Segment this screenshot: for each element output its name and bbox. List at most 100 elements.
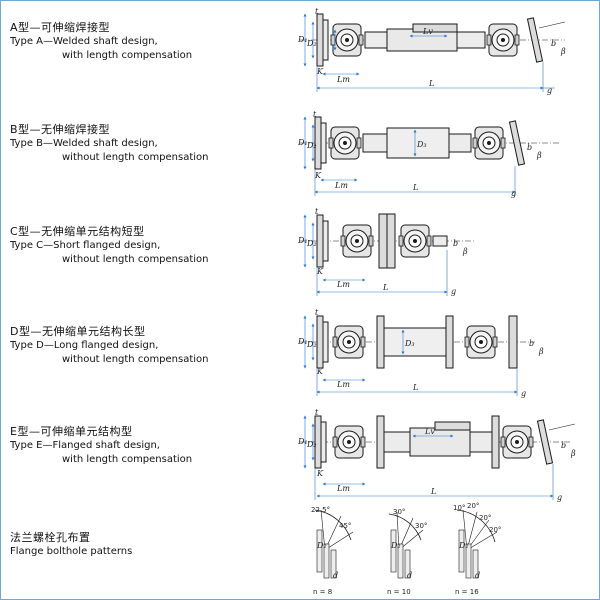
type-b-title-en: Type B—Welded shaft design,	[10, 138, 158, 149]
type-b-subtitle-en: without length compensation	[62, 152, 209, 163]
dim-b-d1: D₁	[297, 138, 308, 147]
type-e-drawing	[300, 415, 576, 469]
dim-d-b: b	[529, 339, 534, 348]
dim-b-k: K	[314, 171, 322, 180]
n16-count: n = 16	[455, 588, 479, 596]
type-b-label: B型—无伸缩焊接型 Type B—Welded shaft design, wi…	[10, 122, 290, 165]
n10-d2: D₂	[390, 541, 401, 550]
dim-b-l: L	[412, 183, 418, 192]
n10-angle-2: 30°	[415, 522, 427, 530]
bolthole-pattern-n16: 10° 20° 20° 20° D₂ d n = 16	[453, 502, 501, 596]
n16-angle-4: 20°	[489, 526, 501, 534]
n8-count: n = 8	[313, 588, 332, 596]
type-e-title-en: Type E—Flanged shaft design,	[10, 440, 160, 451]
dim-c-d2: D₂	[306, 239, 317, 248]
type-c-subtitle-en: without length compensation	[62, 254, 209, 265]
dim-d-d3: D₃	[404, 339, 415, 348]
type-a-label: A型—可伸缩焊接型 Type A—Welded shaft design, wi…	[10, 20, 290, 63]
n10-d: d	[407, 571, 412, 580]
type-d-label: D型—无伸缩单元结构长型 Type D—Long flanged design,…	[10, 324, 290, 367]
type-c-title-en: Type C—Short flanged design,	[10, 240, 161, 251]
flange-pattern-label: 法兰螺栓孔布置 Flange bolthole patterns	[10, 530, 290, 559]
dim-c-d1: D₁	[297, 236, 308, 245]
bolthole-pattern-n10: 30° 30° D₂ d n = 10	[387, 508, 427, 596]
n8-d: d	[333, 571, 338, 580]
n10-count: n = 10	[387, 588, 411, 596]
dim-a-t: t	[315, 7, 319, 16]
dim-c-lm: Lm	[336, 280, 350, 289]
dim-c-g: g	[451, 287, 456, 296]
dim-e-d1: D₁	[297, 437, 308, 446]
dim-e-l: L	[430, 487, 436, 496]
type-b-drawing	[300, 116, 560, 170]
n8-angle-2: 45°	[339, 522, 351, 530]
dim-a-b: b	[551, 39, 556, 48]
dim-e-lv: Lv	[424, 427, 435, 436]
dim-a-d2: D₂	[306, 39, 317, 48]
dim-e-beta: β	[570, 449, 576, 458]
n16-d2: D₂	[458, 541, 469, 550]
dim-e-b: b	[561, 441, 566, 450]
n8-d2: D₂	[316, 541, 327, 550]
type-c-drawing	[300, 213, 475, 269]
type-d-title-en: Type D—Long flanged design,	[10, 340, 159, 351]
flange-title-zh: 法兰螺栓孔布置	[10, 531, 91, 544]
dim-b-d2: D₂	[306, 141, 317, 150]
n16-angle-1: 10°	[453, 504, 465, 512]
type-e-subtitle-en: with length compensation	[62, 454, 193, 465]
dim-a-k: K	[316, 67, 324, 76]
dim-d-k: K	[316, 367, 324, 376]
type-c-label: C型—无伸缩单元结构短型 Type C—Short flanged design…	[10, 224, 290, 267]
type-a-subtitle-en: with length compensation	[62, 50, 193, 61]
dim-b-g: g	[511, 189, 516, 198]
type-c-title-zh: C型—无伸缩单元结构短型	[10, 225, 145, 238]
dim-d-t: t	[315, 308, 319, 317]
n16-d: d	[475, 571, 480, 580]
dimension-lines	[303, 13, 555, 500]
dim-c-l: L	[382, 283, 388, 292]
dim-e-d2: D₂	[306, 440, 317, 449]
type-a-title-zh: A型—可伸缩焊接型	[10, 21, 111, 34]
dim-c-b: b	[453, 239, 458, 248]
dim-d-lm: Lm	[336, 380, 350, 389]
dim-a-l: L	[428, 79, 434, 88]
dim-d-d1: D₁	[297, 337, 308, 346]
n8-angle-1: 22.5°	[311, 506, 330, 514]
shaft-drawings: D₁ D₂ t K Lm Lv L b β g D₁ D₂ D₃ t K Lm …	[297, 7, 576, 596]
n16-angle-3: 20°	[479, 514, 491, 522]
dim-a-g: g	[547, 86, 552, 95]
type-d-title-zh: D型—无伸缩单元结构长型	[10, 325, 146, 338]
dim-c-t: t	[315, 207, 319, 216]
flange-title-en: Flange bolthole patterns	[10, 546, 133, 557]
type-e-label: E型—可伸缩单元结构型 Type E—Flanged shaft design,…	[10, 424, 290, 467]
dim-a-d1: D₁	[297, 35, 308, 44]
type-a-title-en: Type A—Welded shaft design,	[10, 36, 158, 47]
dim-b-b: b	[527, 143, 532, 152]
dim-b-t: t	[313, 110, 317, 119]
dim-e-g: g	[557, 493, 562, 502]
dim-b-d3: D₃	[416, 140, 427, 149]
dim-d-l: L	[412, 383, 418, 392]
type-b-title-zh: B型—无伸缩焊接型	[10, 123, 111, 136]
dim-a-beta: β	[560, 47, 566, 56]
dim-b-beta: β	[536, 151, 542, 160]
bolthole-pattern-n8: 22.5° 45° D₂ d n = 8	[311, 506, 354, 596]
type-d-subtitle-en: without length compensation	[62, 354, 209, 365]
type-d-drawing	[300, 315, 535, 369]
n16-angle-2: 20°	[467, 502, 479, 510]
dim-c-beta: β	[462, 247, 468, 256]
dim-d-beta: β	[538, 347, 544, 356]
n10-angle-1: 30°	[393, 508, 405, 516]
dim-c-k: K	[316, 267, 324, 276]
dim-d-g: g	[521, 389, 526, 398]
dim-e-t: t	[315, 408, 319, 417]
dimension-labels: D₁ D₂ t K Lm Lv L b β g D₁ D₂ D₃ t K Lm …	[297, 7, 576, 502]
dim-a-lv: Lv	[422, 27, 433, 36]
dim-e-k: K	[316, 469, 324, 478]
type-e-title-zh: E型—可伸缩单元结构型	[10, 425, 133, 438]
dim-b-lm: Lm	[334, 181, 348, 190]
dim-e-lm: Lm	[336, 484, 350, 493]
dim-d-d2: D₂	[306, 340, 317, 349]
type-a-drawing	[300, 13, 566, 67]
dim-a-lm: Lm	[336, 75, 350, 84]
